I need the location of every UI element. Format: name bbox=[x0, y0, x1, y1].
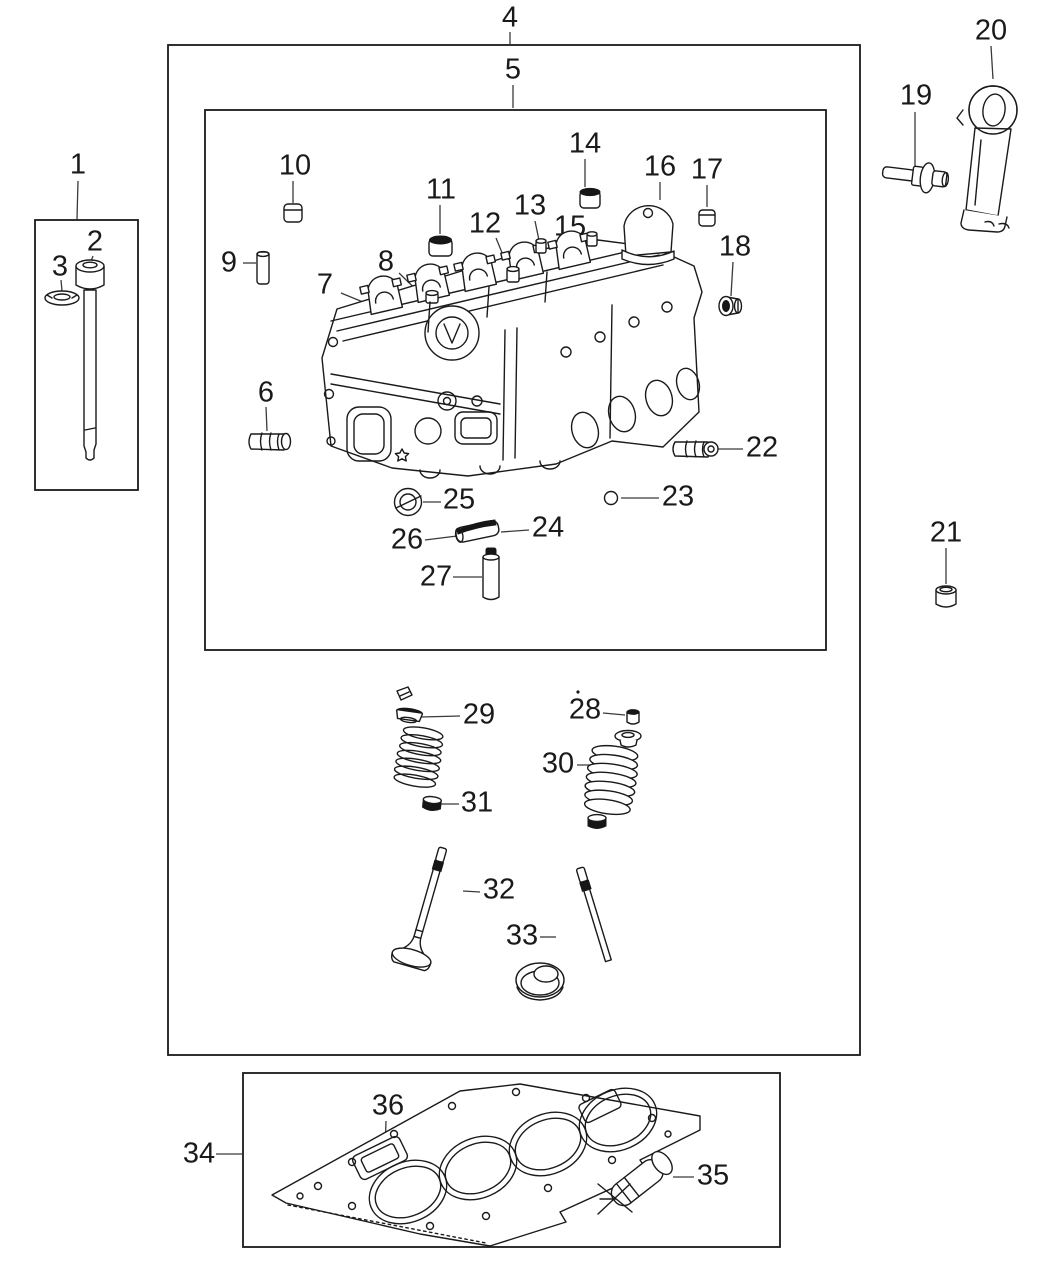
cap-21-drawing bbox=[935, 585, 957, 608]
exhaust-valve-33-drawing bbox=[515, 866, 612, 1001]
group-box-5 bbox=[204, 109, 827, 651]
valve-spring-30-drawing bbox=[583, 744, 639, 816]
callout-9: 9 bbox=[221, 247, 237, 279]
group-box-1 bbox=[34, 219, 139, 491]
washer-drawing bbox=[44, 290, 80, 306]
cylinder-head-drawing bbox=[321, 204, 703, 479]
callout-27: 27 bbox=[420, 561, 452, 593]
alignment-dowel-35-drawing bbox=[597, 1150, 673, 1215]
callout-10: 10 bbox=[279, 150, 311, 182]
callout-14: 14 bbox=[569, 128, 601, 160]
callout-22: 22 bbox=[746, 432, 778, 464]
callout-16: 16 bbox=[644, 151, 676, 183]
callout-17: 17 bbox=[691, 154, 723, 186]
callout-21: 21 bbox=[930, 517, 962, 549]
callout-33: 33 bbox=[506, 920, 538, 952]
callout-7: 7 bbox=[317, 269, 333, 301]
callout-30: 30 bbox=[542, 748, 574, 780]
callout-1: 1 bbox=[70, 149, 86, 181]
callout-3: 3 bbox=[52, 251, 68, 283]
callout-34: 34 bbox=[183, 1138, 215, 1170]
callout-20: 20 bbox=[975, 15, 1007, 47]
callout-18: 18 bbox=[719, 231, 751, 263]
spring-seat-31-drawing bbox=[421, 795, 442, 812]
tiny-mark bbox=[576, 690, 580, 694]
callout-13: 13 bbox=[514, 190, 546, 222]
dowel-pin-9-drawing bbox=[256, 250, 270, 285]
callout-12: 12 bbox=[469, 208, 501, 240]
cup-plug-11-drawing bbox=[428, 235, 453, 257]
valve-spring-29-drawing bbox=[393, 726, 444, 788]
group-box-34 bbox=[242, 1072, 781, 1248]
callout-24: 24 bbox=[532, 512, 564, 544]
callout-26: 26 bbox=[391, 524, 423, 556]
dowel-6-drawing bbox=[248, 432, 292, 451]
callout-35: 35 bbox=[697, 1160, 729, 1192]
lift-hook-20-drawing bbox=[956, 85, 1018, 233]
spring-seat-30-drawing bbox=[587, 813, 607, 829]
callout-6: 6 bbox=[258, 377, 274, 409]
callout-4: 4 bbox=[502, 2, 518, 34]
callout-25: 25 bbox=[443, 484, 475, 516]
group-box-4 bbox=[167, 44, 861, 1056]
callout-29: 29 bbox=[463, 699, 495, 731]
dowel-22-drawing bbox=[672, 440, 719, 458]
callout-2: 2 bbox=[87, 226, 103, 258]
head-bolt-drawing bbox=[75, 259, 105, 461]
callout-36: 36 bbox=[372, 1090, 404, 1122]
callout-labels: 1 2 3 4 5 6 7 8 9 10 11 12 13 14 15 16 1… bbox=[52, 2, 1007, 1192]
valve-guide-24-drawing bbox=[454, 519, 500, 543]
callout-11: 11 bbox=[426, 174, 456, 206]
plug-18-drawing bbox=[718, 295, 743, 317]
seal-25-drawing bbox=[393, 487, 423, 517]
valve-guide-27-drawing bbox=[482, 547, 500, 601]
spring-retainer-29-drawing bbox=[395, 707, 424, 724]
cup-plug-10-drawing bbox=[283, 203, 303, 223]
cup-plug-14-drawing bbox=[579, 187, 601, 209]
o-ring-23-drawing bbox=[603, 490, 619, 506]
callout-31: 31 bbox=[461, 787, 493, 819]
callout-23: 23 bbox=[662, 481, 694, 513]
callout-8: 8 bbox=[378, 246, 394, 278]
stud-19-drawing bbox=[881, 162, 950, 194]
intake-valve-32-drawing bbox=[390, 846, 448, 972]
valve-keeper-28-drawing bbox=[626, 709, 640, 725]
callout-28: 28 bbox=[569, 694, 601, 726]
spring-retainer-30-drawing bbox=[614, 729, 642, 748]
callout-32: 32 bbox=[483, 874, 515, 906]
valve-keeper-29-drawing bbox=[396, 686, 413, 701]
head-gasket-drawing bbox=[271, 1083, 701, 1247]
callout-19: 19 bbox=[900, 80, 932, 112]
callout-5: 5 bbox=[505, 54, 521, 86]
leader-lines bbox=[60, 32, 994, 1178]
cup-plug-17-drawing bbox=[698, 209, 716, 227]
